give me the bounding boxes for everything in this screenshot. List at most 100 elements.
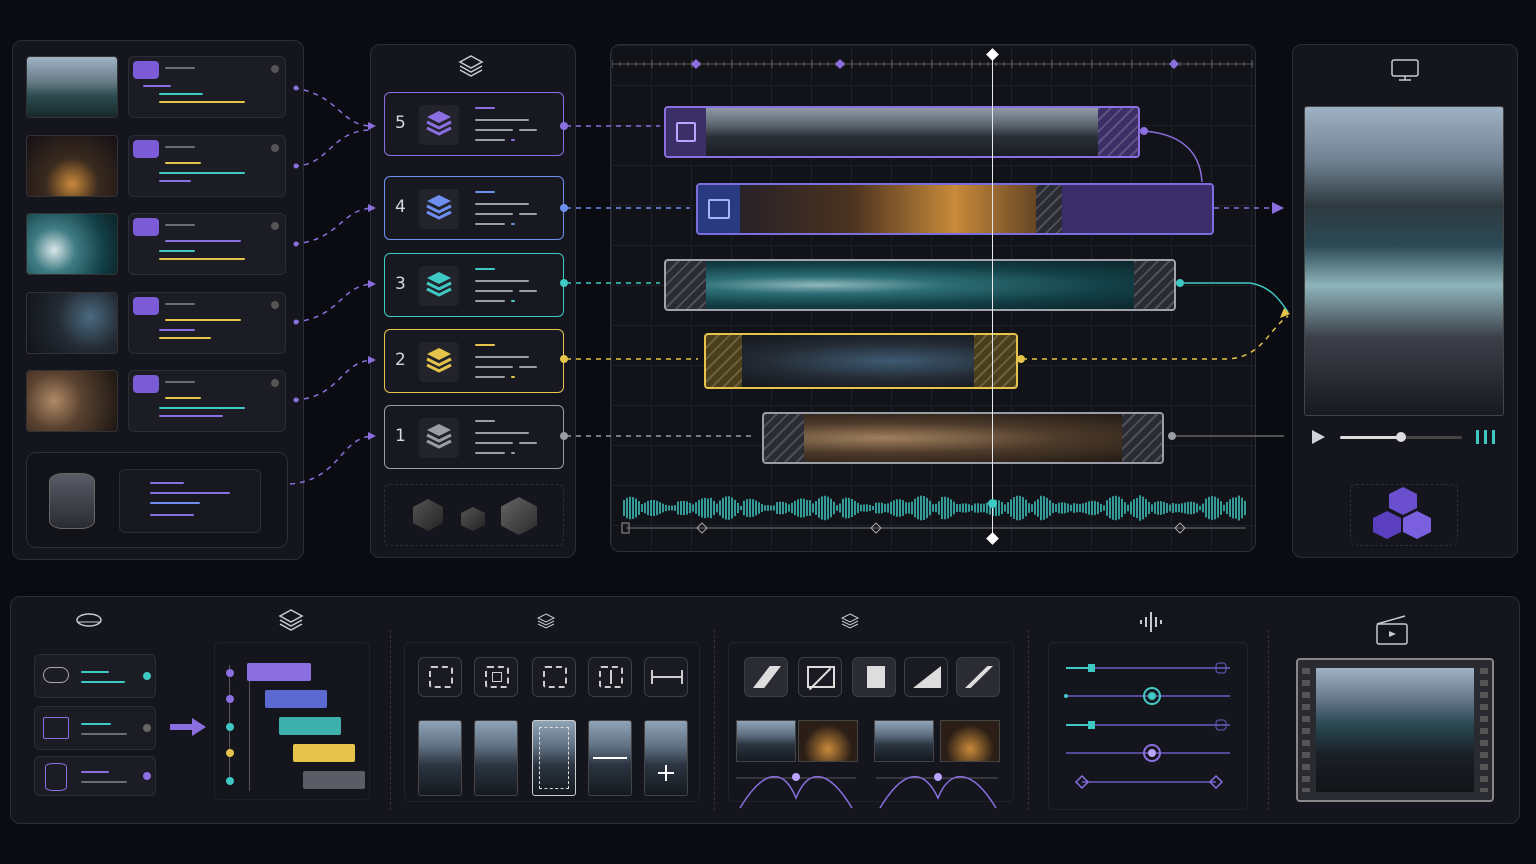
timeline-clip-5[interactable]	[664, 106, 1140, 158]
timeline-clip-1[interactable]	[762, 412, 1164, 464]
layer-number: 2	[395, 350, 406, 370]
database-icon	[49, 473, 95, 529]
clip-extension[interactable]	[1062, 185, 1212, 233]
cubes-icon	[1389, 487, 1417, 515]
layer-icon	[419, 105, 459, 145]
source-thumbnail[interactable]	[26, 370, 118, 432]
cloud-icon	[133, 297, 159, 315]
layer-number: 5	[395, 113, 406, 133]
progress-fill	[1340, 436, 1401, 439]
layer-number: 4	[395, 197, 406, 217]
audio-sliders[interactable]	[1060, 656, 1236, 796]
audio-wave-icon	[1138, 610, 1164, 634]
cube-icon	[461, 507, 485, 531]
cloud-icon	[133, 375, 159, 393]
arrow-right-icon	[170, 716, 208, 738]
clip-trim-handle[interactable]	[764, 414, 804, 462]
source-info-card[interactable]	[128, 56, 286, 118]
source-thumbnail[interactable]	[26, 213, 118, 275]
timeline-clip-3[interactable]	[664, 259, 1176, 311]
clip-trim-handle[interactable]	[1134, 261, 1174, 309]
slide-transition-button[interactable]	[904, 657, 948, 697]
pause-icon[interactable]	[1476, 430, 1498, 444]
play-button[interactable]	[1312, 430, 1325, 444]
layer-icon	[419, 418, 459, 458]
layers-small-icon	[536, 612, 556, 630]
timeline-ruler[interactable]	[612, 50, 1254, 80]
clip-trim-handle[interactable]	[706, 335, 742, 387]
source-info-card[interactable]	[128, 213, 286, 275]
clip-trim-handle[interactable]	[1122, 414, 1162, 462]
layer-card-2[interactable]: 2	[384, 329, 564, 393]
fade-transition-button[interactable]	[852, 657, 896, 697]
layer-card-3[interactable]: 3	[384, 253, 564, 317]
source-database-item[interactable]	[34, 756, 156, 796]
dissolve-transition-button[interactable]	[956, 657, 1000, 697]
final-render-preview[interactable]	[1296, 658, 1494, 802]
transition-preview-b2[interactable]	[940, 720, 1000, 762]
transition-preview-b1[interactable]	[874, 720, 934, 762]
cloud-icon	[43, 667, 69, 683]
cloud-icon	[74, 610, 104, 630]
monitor-icon	[1390, 58, 1420, 82]
layer-card-4[interactable]: 4	[384, 176, 564, 240]
progress-track[interactable]	[1340, 432, 1462, 442]
layer-icon	[419, 266, 459, 306]
cloud-icon	[133, 218, 159, 236]
source-thumbnail[interactable]	[26, 56, 118, 118]
transform-preview-2[interactable]	[474, 720, 518, 796]
transform-preview-4[interactable]	[588, 720, 632, 796]
3d-objects-tray[interactable]	[384, 484, 564, 546]
source-film-item[interactable]	[34, 706, 156, 750]
database-icon	[45, 763, 67, 791]
wipe-transition-button[interactable]	[744, 657, 788, 697]
transition-preview-a1[interactable]	[736, 720, 796, 762]
database-info-card	[119, 469, 261, 533]
clip-trim-handle[interactable]	[666, 261, 706, 309]
diagonal-transition-button[interactable]	[798, 657, 842, 697]
layer-number: 1	[395, 426, 406, 446]
layer-card-1[interactable]: 1	[384, 405, 564, 469]
timeline-clip-2[interactable]	[704, 333, 1018, 389]
preview-viewport[interactable]	[1304, 106, 1504, 416]
transform-preview-1[interactable]	[418, 720, 462, 796]
clip-trim-handle[interactable]	[974, 335, 1016, 387]
layer-icon	[419, 189, 459, 229]
timeline-clip-4[interactable]	[696, 183, 1214, 235]
layers-icon	[458, 54, 484, 78]
select-tool-button[interactable]	[418, 657, 462, 697]
3d-export-box[interactable]	[1350, 484, 1458, 546]
stretch-tool-button[interactable]	[644, 657, 688, 697]
playhead[interactable]	[992, 54, 993, 538]
audio-waveform[interactable]	[620, 488, 1250, 538]
transition-preview-a2[interactable]	[798, 720, 858, 762]
transform-preview-5[interactable]	[644, 720, 688, 796]
layers-icon	[278, 608, 304, 632]
source-thumbnail[interactable]	[26, 135, 118, 197]
film-icon	[698, 185, 740, 233]
fit-tool-button[interactable]	[532, 657, 576, 697]
clip-trim-handle[interactable]	[1036, 185, 1062, 233]
layers-small-icon	[840, 612, 860, 630]
clapperboard-icon	[1374, 612, 1410, 646]
film-icon	[43, 717, 69, 739]
layer-order-panel[interactable]	[214, 642, 370, 800]
clip-trim-handle[interactable]	[1098, 108, 1138, 156]
film-icon	[666, 108, 706, 156]
database-block[interactable]	[26, 452, 288, 548]
easing-curves[interactable]	[734, 768, 1004, 810]
source-cloud-item[interactable]	[34, 654, 156, 698]
text-tool-button[interactable]	[588, 657, 632, 697]
crop-tool-button[interactable]	[474, 657, 518, 697]
layer-number: 3	[395, 274, 406, 294]
transform-preview-3[interactable]	[532, 720, 576, 796]
source-info-card[interactable]	[128, 135, 286, 197]
source-thumbnail[interactable]	[26, 292, 118, 354]
layer-icon	[419, 342, 459, 382]
layer-card-5[interactable]: 5	[384, 92, 564, 156]
cloud-icon	[133, 61, 159, 79]
source-info-card[interactable]	[128, 292, 286, 354]
cloud-icon	[133, 140, 159, 158]
source-info-card[interactable]	[128, 370, 286, 432]
progress-knob[interactable]	[1396, 432, 1406, 442]
